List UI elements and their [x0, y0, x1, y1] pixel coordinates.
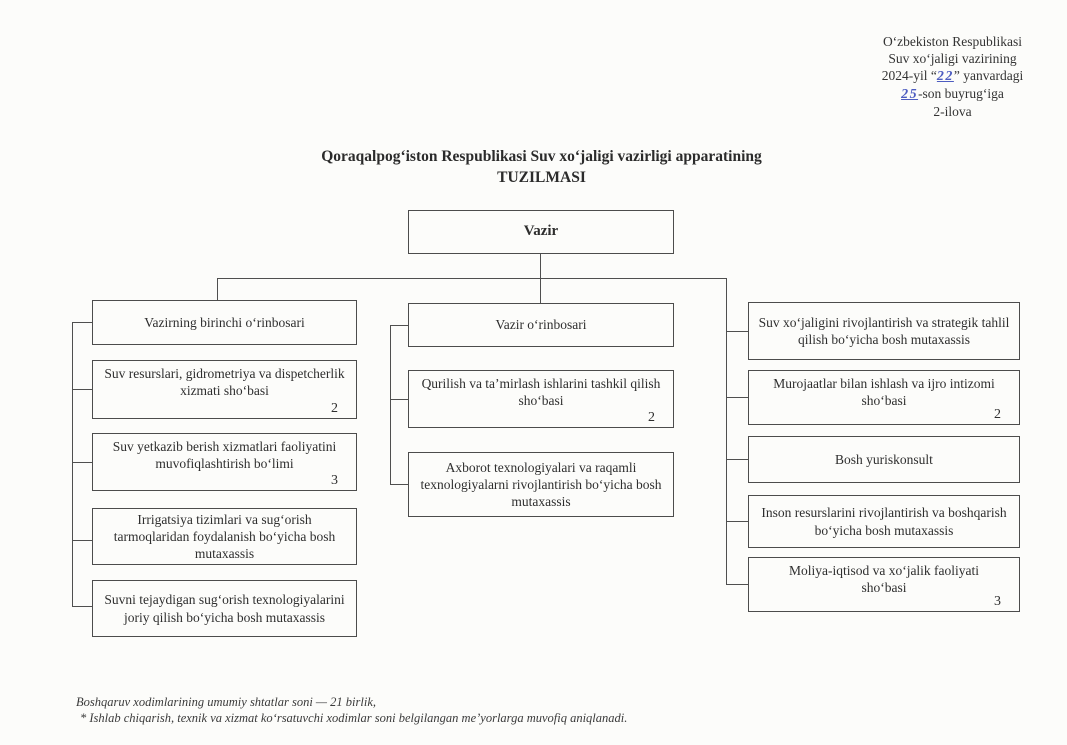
page-title: Qoraqalpog‘iston Respublikasi Suv xo‘jal… [8, 146, 1067, 188]
org-box-chief-legal-counsel: Bosh yuriskonsult [748, 436, 1020, 483]
org-box-deputy: Vazir o‘rinbosari [408, 303, 674, 347]
org-box-finance-economy: Moliya-iqtisod va xo‘jalik faoliyati sho… [748, 557, 1020, 612]
connector-middle-stub-3 [390, 484, 408, 485]
approval-note-line1: O‘zbekiston Respublikasi [882, 34, 1023, 49]
org-box-it-digital: Axborot texnologiyalari va raqamli texno… [408, 452, 674, 517]
connector-left-stub-4 [72, 540, 92, 541]
staff-count: 2 [994, 406, 1001, 422]
connector-left-stub-1 [72, 322, 92, 323]
org-box-first-deputy: Vazirning birinchi o‘rinbosari [92, 300, 357, 345]
org-box-water-delivery: Suv yetkazib berish xizmatlari faoliyati… [92, 433, 357, 491]
staff-count: 2 [331, 400, 338, 416]
connector-left-stub-2 [72, 389, 92, 390]
org-box-water-saving: Suvni tejaydigan sug‘orish texnologiyala… [92, 580, 357, 637]
org-box-water-resources: Suv resurslari, gidrometriya va dispetch… [92, 360, 357, 419]
page-title-line2: TUZILMASI [497, 169, 586, 186]
connector-middle-stub-1 [390, 325, 408, 326]
footer-note-line2: * Ishlab chiqarish, texnik va xizmat ko‘… [80, 711, 628, 725]
connector-right-stub-5 [726, 584, 748, 585]
connector-middle-stub-2 [390, 399, 408, 400]
approval-note-line3: 2024-yil “22” yanvardagi [881, 68, 1024, 84]
connector-left-stub-5 [72, 606, 92, 607]
connector-right-stub-3 [726, 459, 748, 460]
org-box-irrigation-systems: Irrigatsiya tizimlari va sug‘orish tarmo… [92, 508, 357, 565]
connector-left-spine [72, 322, 73, 606]
org-box-appeals: Murojaatlar bilan ishlash va ijro intizo… [748, 370, 1020, 425]
footer-note: Boshqaruv xodimlarining umumiy shtatlar … [76, 694, 996, 726]
approval-note-line5: 2-ilova [933, 104, 972, 119]
page-title-line1: Qoraqalpog‘iston Respublikasi Suv xo‘jal… [321, 148, 762, 165]
staff-count: 3 [331, 472, 338, 488]
org-box-minister-label: Vazir [523, 223, 559, 240]
handwritten-order-number: 25 [901, 87, 919, 102]
org-box-strategic-analysis: Suv xo‘jaligini rivojlantirish va strate… [748, 302, 1020, 360]
staff-count: 2 [648, 409, 655, 425]
approval-note-line2: Suv xo‘jaligi vazirining [888, 51, 1017, 66]
staff-count: 3 [994, 593, 1001, 609]
connector-right-spine [726, 278, 727, 584]
connector-middle-drop [540, 278, 541, 303]
org-box-first-deputy-label: Vazirning birinchi o‘rinbosari [144, 314, 305, 330]
org-box-deputy-label: Vazir o‘rinbosari [495, 317, 587, 333]
connector-left-drop [217, 278, 218, 300]
connector-right-stub-2 [726, 397, 748, 398]
connector-middle-spine [390, 325, 391, 484]
approval-note-line4: 25-son buyrug‘iga [901, 86, 1004, 102]
connector-left-stub-3 [72, 462, 92, 463]
connector-right-stub-4 [726, 521, 748, 522]
connector-root-drop [540, 254, 541, 278]
org-box-construction: Qurilish va ta’mirlash ishlarini tashkil… [408, 370, 674, 428]
org-box-human-resources: Inson resurslarini rivojlantirish va bos… [748, 495, 1020, 548]
handwritten-day: 22 [936, 69, 954, 84]
approval-note: O‘zbekiston Respublikasi Suv xo‘jaligi v… [845, 33, 1060, 120]
connector-main-horizontal [217, 278, 727, 279]
org-box-minister: Vazir [408, 210, 674, 254]
connector-right-stub-1 [726, 331, 748, 332]
footer-note-line1: Boshqaruv xodimlarining umumiy shtatlar … [76, 695, 376, 709]
